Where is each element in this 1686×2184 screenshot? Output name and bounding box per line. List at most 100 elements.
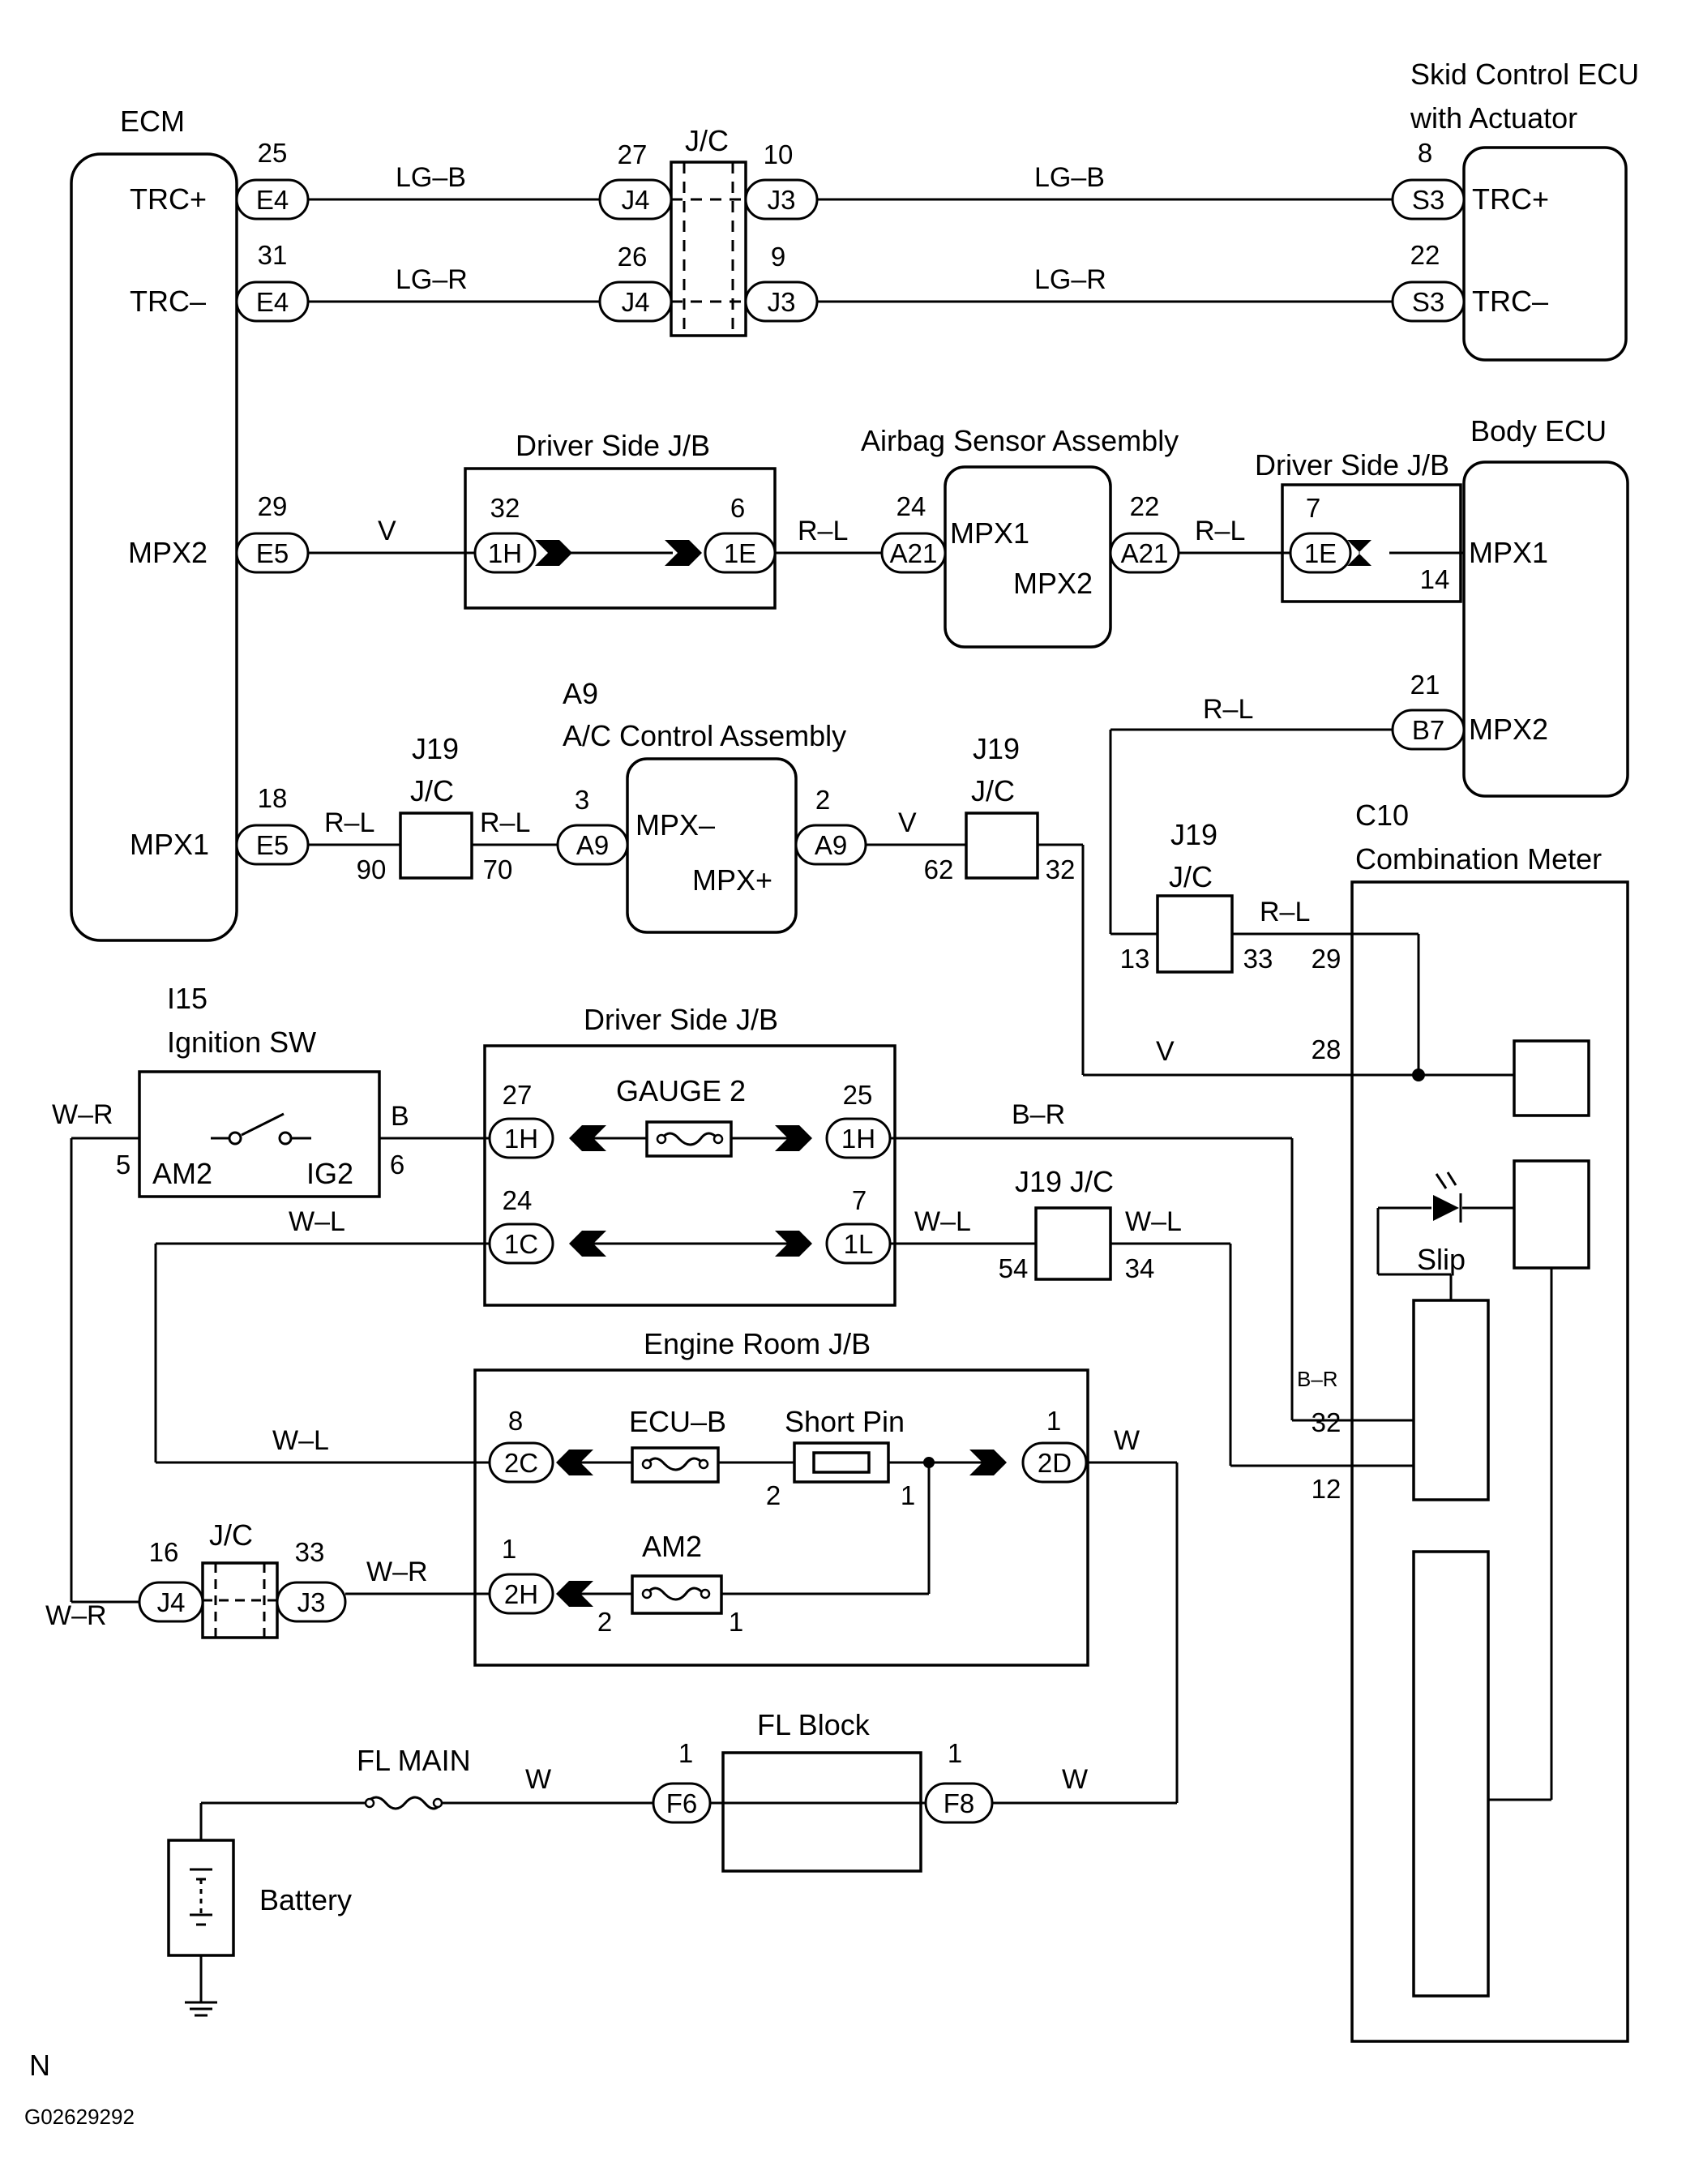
term-trc-minus-skid: TRC– bbox=[1472, 285, 1548, 318]
pin-7-jb2: 7 bbox=[1306, 493, 1320, 523]
slip-led-icon bbox=[1433, 1171, 1462, 1223]
term-trc-plus-ecm: TRC+ bbox=[130, 182, 207, 216]
pin-8: 8 bbox=[1418, 138, 1432, 168]
j19-b-label: J19 bbox=[973, 732, 1020, 765]
short-pin bbox=[793, 1441, 890, 1484]
pin-22-airbag: 22 bbox=[1130, 491, 1160, 521]
pin-33-jc: 33 bbox=[295, 1537, 325, 1567]
connector-2c: 2C bbox=[504, 1448, 538, 1478]
term-ac-mpx-plus: MPX+ bbox=[692, 863, 772, 897]
fl-main-fusible-link bbox=[364, 1796, 443, 1810]
pin-90: 90 bbox=[357, 854, 387, 884]
wire-r-l-airbag: R–L bbox=[1195, 516, 1245, 546]
wire-w-f6: W bbox=[525, 1764, 551, 1795]
pin-27: 27 bbox=[618, 139, 648, 169]
j19-jc-d-label: J19 J/C bbox=[1015, 1165, 1114, 1198]
body-ecu-label: Body ECU bbox=[1470, 414, 1607, 448]
wire-w-r-2h: W–R bbox=[366, 1557, 428, 1587]
connector-f8: F8 bbox=[944, 1788, 975, 1818]
meter-inner-2 bbox=[1513, 1159, 1590, 1270]
connector-a9-left: A9 bbox=[576, 830, 609, 860]
pin-54: 54 bbox=[999, 1253, 1029, 1283]
connector-e4-trc-minus: E4 bbox=[256, 287, 289, 317]
am2-fuse bbox=[631, 1574, 723, 1615]
pin-32-meter: 32 bbox=[1312, 1407, 1342, 1437]
meter-inner-4 bbox=[1412, 1550, 1490, 1998]
wire-w-2d: W bbox=[1114, 1425, 1140, 1456]
jc-c-label: J/C bbox=[1169, 860, 1213, 893]
connector-j3-bottom: J3 bbox=[297, 1587, 326, 1617]
wires bbox=[70, 198, 1553, 2002]
airbag-sensor-box bbox=[944, 465, 1112, 649]
ac-control-box bbox=[626, 757, 798, 934]
pin-13: 13 bbox=[1120, 944, 1150, 974]
skid-ecu-label-1: Skid Control ECU bbox=[1410, 58, 1639, 91]
pin-29-meter: 29 bbox=[1312, 944, 1342, 974]
connector-j4-bottom: J4 bbox=[157, 1587, 186, 1617]
pin-18: 18 bbox=[258, 783, 288, 813]
connector-1l: 1L bbox=[844, 1229, 874, 1259]
pin-9: 9 bbox=[771, 242, 785, 272]
pin-25-jb3: 25 bbox=[843, 1080, 873, 1110]
jc-top-box bbox=[670, 161, 747, 337]
term-ign-am2: AM2 bbox=[152, 1157, 212, 1190]
engine-room-jb-box bbox=[473, 1368, 1089, 1667]
pin-32-j19b: 32 bbox=[1046, 854, 1076, 884]
wire-lg-b-right: LG–B bbox=[1034, 162, 1105, 193]
wire-w-l-1l: W–L bbox=[914, 1206, 971, 1237]
connector-j4-top: J4 bbox=[622, 185, 650, 215]
pin-62: 62 bbox=[924, 854, 954, 884]
connector-1h-jb3-left: 1H bbox=[504, 1124, 538, 1154]
driver-jb-3-label: Driver Side J/B bbox=[584, 1003, 778, 1036]
pin-1-f8: 1 bbox=[948, 1738, 962, 1768]
ignition-switch-label: Ignition SW bbox=[167, 1026, 316, 1059]
pin-2-am2: 2 bbox=[597, 1607, 612, 1637]
term-mpx1-ecm: MPX1 bbox=[130, 828, 209, 861]
pin-10: 10 bbox=[764, 139, 794, 169]
wire-lg-r-right: LG–R bbox=[1034, 264, 1106, 295]
jc-b-label: J/C bbox=[971, 774, 1015, 807]
pin-33-j19c: 33 bbox=[1243, 944, 1273, 974]
pin-12: 12 bbox=[1312, 1474, 1342, 1504]
pin-3: 3 bbox=[575, 785, 589, 815]
slip-label: Slip bbox=[1417, 1243, 1466, 1276]
term-airbag-mpx2: MPX2 bbox=[1013, 567, 1093, 600]
pin-21: 21 bbox=[1410, 670, 1440, 700]
wire-r-l-j19a: R–L bbox=[480, 807, 530, 838]
connector-e5-mpx1: E5 bbox=[256, 830, 289, 860]
pin-6-ign: 6 bbox=[390, 1150, 404, 1180]
wire-b: B bbox=[391, 1101, 409, 1132]
j19-c-box bbox=[1156, 894, 1234, 974]
pin-1-2h: 1 bbox=[502, 1534, 516, 1564]
connector-e4-trc-plus: E4 bbox=[256, 185, 289, 215]
ground-icon bbox=[185, 2001, 217, 2017]
driver-jb-2-label: Driver Side J/B bbox=[1255, 448, 1449, 482]
connector-1h-jb3-right: 1H bbox=[841, 1124, 875, 1154]
j19-c-label: J19 bbox=[1170, 818, 1217, 851]
connector-a21-right: A21 bbox=[1121, 538, 1169, 568]
j19-d-box bbox=[1034, 1206, 1112, 1281]
pin-5: 5 bbox=[116, 1150, 131, 1180]
pin-1-short: 1 bbox=[901, 1480, 915, 1510]
wire-lg-b-left: LG–B bbox=[396, 162, 466, 193]
pin-7-jb3: 7 bbox=[852, 1185, 867, 1215]
connector-j4-second: J4 bbox=[622, 287, 650, 317]
jb-arrow-heads bbox=[535, 540, 1371, 1607]
jc-bottom-label: J/C bbox=[209, 1518, 253, 1552]
figure-code: G02629292 bbox=[24, 2105, 135, 2129]
connector-s3-trc-minus: S3 bbox=[1412, 287, 1444, 317]
driver-jb-1-label: Driver Side J/B bbox=[516, 429, 710, 462]
pin-2-ac: 2 bbox=[815, 785, 830, 815]
wire-v-ac: V bbox=[898, 807, 917, 838]
wire-w-f8: W bbox=[1062, 1764, 1088, 1795]
am2-fuse-label: AM2 bbox=[642, 1530, 702, 1563]
wire-b-r-meter: B–R bbox=[1297, 1367, 1338, 1391]
orientation-mark: N bbox=[29, 2049, 50, 2082]
airbag-sensor-label: Airbag Sensor Assembly bbox=[861, 424, 1179, 457]
pin-1-2d: 1 bbox=[1046, 1406, 1061, 1436]
engine-room-jb-label: Engine Room J/B bbox=[644, 1327, 871, 1360]
pin-26: 26 bbox=[618, 242, 648, 272]
connector-2h: 2H bbox=[504, 1579, 538, 1609]
meter-inner-3 bbox=[1412, 1299, 1490, 1501]
combo-meter-label: Combination Meter bbox=[1355, 842, 1602, 876]
